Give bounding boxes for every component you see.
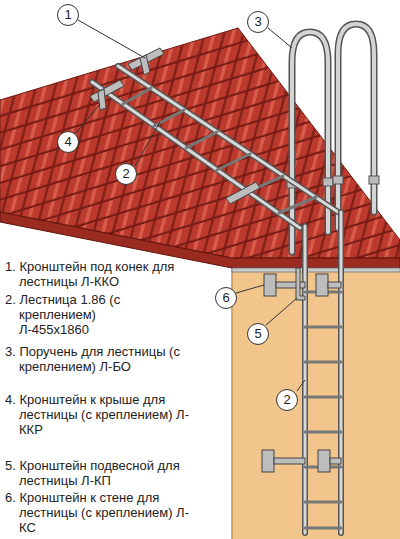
house-wall bbox=[232, 262, 400, 539]
part-list-item: 4. Кронштейн к крыше для лестницы (с кре… bbox=[5, 392, 195, 437]
part-list-item: 1. Кронштейн под конек для лестницы Л-КК… bbox=[5, 259, 223, 289]
callout-number: 2 bbox=[276, 389, 298, 411]
callout-number: 5 bbox=[247, 323, 269, 345]
leader-line bbox=[236, 285, 264, 293]
wall-bracket-arm bbox=[330, 458, 341, 464]
rung bbox=[186, 132, 217, 148]
wall-bracket-arm bbox=[274, 458, 305, 464]
callout-number-text: 1 bbox=[57, 4, 79, 26]
rung bbox=[305, 527, 341, 530]
clamp bbox=[369, 176, 379, 184]
callout-number-text: 6 bbox=[215, 287, 237, 309]
roof-bracket bbox=[226, 182, 260, 204]
rung bbox=[305, 361, 341, 364]
handrail bbox=[338, 24, 374, 228]
callout-number-text: 4 bbox=[57, 131, 79, 153]
callout-number-text: 2 bbox=[276, 389, 298, 411]
roof-brackets bbox=[90, 48, 260, 204]
gutter bbox=[232, 268, 400, 272]
callout-number: 3 bbox=[247, 11, 269, 33]
callout-number: 6 bbox=[215, 287, 237, 309]
roof-bracket bbox=[90, 80, 124, 102]
clamp bbox=[323, 178, 333, 186]
leader-lines bbox=[76, 20, 305, 391]
callout-circle bbox=[58, 132, 79, 153]
callout-number-text: 2 bbox=[115, 163, 137, 185]
handrail bbox=[292, 32, 328, 252]
ladder-rail bbox=[338, 212, 344, 533]
callout-circle bbox=[216, 288, 237, 309]
callout-number: 4 bbox=[57, 131, 79, 153]
ladder-rail bbox=[92, 82, 300, 228]
callout-number: 1 bbox=[57, 4, 79, 26]
ladder-rail bbox=[304, 226, 307, 533]
ladder-rail bbox=[340, 212, 343, 533]
rung bbox=[305, 431, 341, 434]
rung bbox=[305, 326, 341, 329]
wall-bracket-arm bbox=[328, 282, 341, 288]
handrail bbox=[292, 32, 328, 252]
callout-circle bbox=[58, 5, 79, 26]
wall-brackets bbox=[262, 268, 341, 472]
wall-bracket-plate bbox=[318, 450, 330, 472]
ladder-rail bbox=[118, 66, 338, 212]
leader-line bbox=[78, 20, 145, 58]
rung bbox=[217, 154, 250, 170]
part-list-item: 3. Поручень для лестницы (с креплением) … bbox=[5, 344, 205, 374]
callout-circle bbox=[116, 164, 137, 185]
leader-line bbox=[135, 122, 160, 166]
leader-line bbox=[297, 380, 305, 391]
clamp bbox=[333, 176, 343, 184]
handrails bbox=[292, 24, 374, 252]
leader-line bbox=[268, 28, 292, 48]
part-list-item: 6. Кронштейн к стене для лестницы (с кре… bbox=[5, 490, 195, 535]
ladder-rungs bbox=[305, 292, 341, 528]
roof-bracket bbox=[98, 89, 106, 110]
rung bbox=[154, 110, 184, 126]
callout-circle bbox=[248, 12, 269, 33]
handrail bbox=[338, 24, 374, 228]
part-list-item: 5. Кронштейн подвесной для лестницы Л-КП bbox=[5, 458, 223, 488]
ladder-rail bbox=[302, 226, 308, 533]
wall-bracket-plate bbox=[264, 274, 276, 296]
callout-circle bbox=[248, 324, 269, 345]
callout-number: 2 bbox=[115, 163, 137, 185]
wall-ladder bbox=[305, 212, 341, 533]
wall-bracket-plate bbox=[262, 450, 274, 472]
wall-bracket-plate bbox=[316, 274, 328, 296]
leader-line bbox=[76, 104, 100, 133]
ladder-rail bbox=[92, 82, 300, 228]
ladder-rungs bbox=[123, 88, 316, 213]
ladder-rail bbox=[118, 66, 338, 212]
leader-line bbox=[266, 298, 297, 325]
rung bbox=[123, 88, 151, 104]
callout-number-text: 5 bbox=[247, 323, 269, 345]
part-list-item: 2. Лестница 1.86 (с креплением) Л-455x18… bbox=[5, 292, 155, 337]
rung bbox=[279, 197, 316, 213]
callout-number-text: 3 bbox=[247, 11, 269, 33]
hanging-bracket bbox=[296, 268, 305, 300]
callout-circle bbox=[277, 390, 298, 411]
rung bbox=[305, 396, 341, 399]
wall-bracket-arm bbox=[276, 282, 305, 288]
roof-ladder bbox=[92, 66, 338, 228]
rung bbox=[305, 501, 341, 504]
